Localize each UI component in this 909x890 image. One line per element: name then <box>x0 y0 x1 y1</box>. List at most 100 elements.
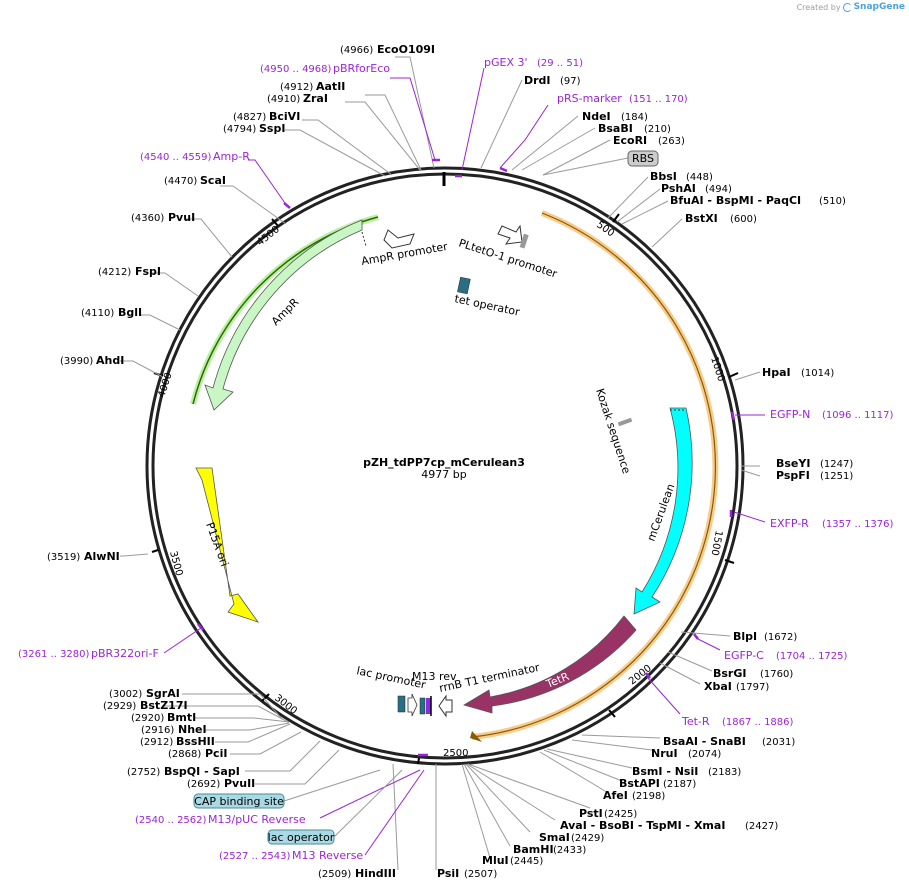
svg-text:(510): (510) <box>819 196 846 207</box>
svg-text:CAP binding site: CAP binding site <box>194 795 284 808</box>
svg-text:(1672): (1672) <box>764 632 797 643</box>
svg-text:PvuI: PvuI <box>168 211 195 224</box>
feature-label-ampr: AmpR <box>269 295 302 328</box>
svg-text:(2912): (2912) <box>140 737 173 748</box>
svg-text:NheI: NheI <box>178 723 207 736</box>
site-bsabi: BsaBI(210) <box>598 122 671 135</box>
svg-text:AfeI: AfeI <box>603 789 628 802</box>
svg-text:(2433): (2433) <box>553 845 586 856</box>
primer-egfp-c: EGFP-C(1704 .. 1725) <box>724 649 848 662</box>
svg-text:(2752): (2752) <box>127 767 160 778</box>
svg-text:HpaI: HpaI <box>762 366 791 379</box>
svg-text:PsiI: PsiI <box>437 867 459 880</box>
p15a-ori-arrow <box>195 467 260 623</box>
site-psti: PstI(2425) <box>579 807 637 820</box>
primer-tet-r: Tet-R(1867 .. 1886) <box>681 715 794 728</box>
svg-text:DrdI: DrdI <box>524 74 551 87</box>
svg-text:RBS: RBS <box>632 152 654 165</box>
tick-label: 500 <box>594 219 616 239</box>
svg-text:BsaAI - SnaBI: BsaAI - SnaBI <box>663 735 746 748</box>
svg-text:(3002): (3002) <box>109 689 142 700</box>
tet-operator-feature <box>457 276 471 295</box>
site-scai: (4470)ScaI <box>164 174 226 187</box>
svg-text:(2187): (2187) <box>663 779 696 790</box>
svg-text:(448): (448) <box>686 172 713 183</box>
svg-text:(1251): (1251) <box>820 471 853 482</box>
svg-text:NdeI: NdeI <box>582 110 611 123</box>
svg-text:(2920): (2920) <box>131 713 164 724</box>
svg-text:(3519): (3519) <box>47 552 80 563</box>
site-pspfi: PspFI (1251) <box>776 469 853 482</box>
site-ahdi: (3990)AhdI <box>60 354 124 367</box>
plasmid-name: pZH_tdPP7cp_mCerulean3 <box>363 456 525 469</box>
svg-text:(4966): (4966) <box>340 45 373 56</box>
site-bgli: (4110)BglI <box>81 306 142 319</box>
svg-text:(2445): (2445) <box>510 856 543 867</box>
svg-text:BssHII: BssHII <box>176 735 215 748</box>
svg-text:BsaBI: BsaBI <box>598 122 633 135</box>
site-pshai: PshAI(494) <box>661 182 732 195</box>
primer-exfp-r: EXFP-R(1357 .. 1376) <box>770 517 894 530</box>
svg-text:(4794): (4794) <box>223 124 256 135</box>
boxed-label-lac-operator: lac operator <box>267 769 403 845</box>
tick-label: 2500 <box>443 748 468 759</box>
orange-feature-arc-line <box>471 212 717 738</box>
svg-text:AhdI: AhdI <box>96 354 124 367</box>
svg-text:AatII: AatII <box>316 80 345 93</box>
tick-label: 1500 <box>709 529 724 556</box>
site-alwni: (3519)AlwNI <box>47 550 120 563</box>
site-nhei: (2916)NheI <box>141 723 207 736</box>
primer-m13-reverse: (2527 .. 2543)M13 Reverse <box>219 849 363 862</box>
svg-text:PspFI: PspFI <box>776 469 810 482</box>
site-bbsi: BbsI(448) <box>650 170 713 183</box>
m13-rev-primer-mark <box>426 698 431 714</box>
site-bamhi: BamHI(2433) <box>513 843 586 856</box>
site-blpi: BlpI(1672) <box>733 630 797 643</box>
boxed-label-rbs: RBS <box>542 150 659 176</box>
svg-text:(1014): (1014) <box>801 368 834 379</box>
primer-marks <box>197 158 736 757</box>
plasmid-length: 4977 bp <box>421 468 466 481</box>
svg-text:lac operator: lac operator <box>268 831 335 844</box>
site-mlui: MluI(2445) <box>482 854 543 867</box>
svg-text:(97): (97) <box>560 76 581 87</box>
svg-text:BstAPI: BstAPI <box>619 777 660 790</box>
svg-text:EcoO109I: EcoO109I <box>377 43 435 56</box>
rbs-feature <box>519 233 529 249</box>
site-bmti: (2920)BmtI <box>131 711 196 724</box>
svg-text:BspQI - SapI: BspQI - SapI <box>164 765 240 778</box>
svg-text:EXFP-R: EXFP-R <box>770 517 809 530</box>
svg-text:EGFP-N: EGFP-N <box>770 408 810 421</box>
site-avai-group: AvaI - BsoBI - TspMI - XmaI(2427) <box>560 819 778 832</box>
svg-text:(494): (494) <box>705 184 732 195</box>
primer-amp-r: (4540 .. 4559)Amp-R <box>140 150 250 163</box>
site-bsmi-nsii: BsmI - NsiI(2183) <box>632 765 741 778</box>
credit-brand: SnapGene <box>853 2 905 12</box>
svg-text:SgrAI: SgrAI <box>146 687 180 700</box>
svg-text:pBR322ori-F: pBR322ori-F <box>91 647 159 660</box>
svg-text:PvuII: PvuII <box>224 777 255 790</box>
svg-text:pRS-marker: pRS-marker <box>557 92 622 105</box>
svg-text:(1797): (1797) <box>736 682 769 693</box>
svg-text:(3261 .. 3280): (3261 .. 3280) <box>18 649 90 660</box>
svg-text:EcoRI: EcoRI <box>613 134 647 147</box>
svg-text:(4912): (4912) <box>280 82 313 93</box>
svg-text:(1867 .. 1886): (1867 .. 1886) <box>722 717 794 728</box>
primer-pgex3: pGEX 3'(29 .. 51) <box>484 56 583 69</box>
mcerulean-arrow <box>633 407 693 615</box>
site-fspi: (4212)FspI <box>98 265 161 278</box>
primer-prs-marker: pRS-marker(151 .. 170) <box>557 92 688 105</box>
svg-text:BsrGI: BsrGI <box>713 667 746 680</box>
site-pcii: (2868)PciI <box>168 747 227 760</box>
orange-arc-arrowhead <box>470 731 482 742</box>
svg-text:(2427): (2427) <box>745 821 778 832</box>
feature-label-kozak: Kozak sequence <box>593 387 633 476</box>
site-ndei: NdeI(184) <box>582 110 648 123</box>
svg-text:HindIII: HindIII <box>355 867 396 880</box>
site-aatii: (4912)AatII <box>280 80 345 93</box>
site-psii: PsiI(2507) <box>437 867 497 880</box>
svg-text:M13/pUC Reverse: M13/pUC Reverse <box>208 813 306 826</box>
svg-text:(4212): (4212) <box>98 267 131 278</box>
site-bsaai-snabi: BsaAI - SnaBI(2031) <box>663 735 795 748</box>
